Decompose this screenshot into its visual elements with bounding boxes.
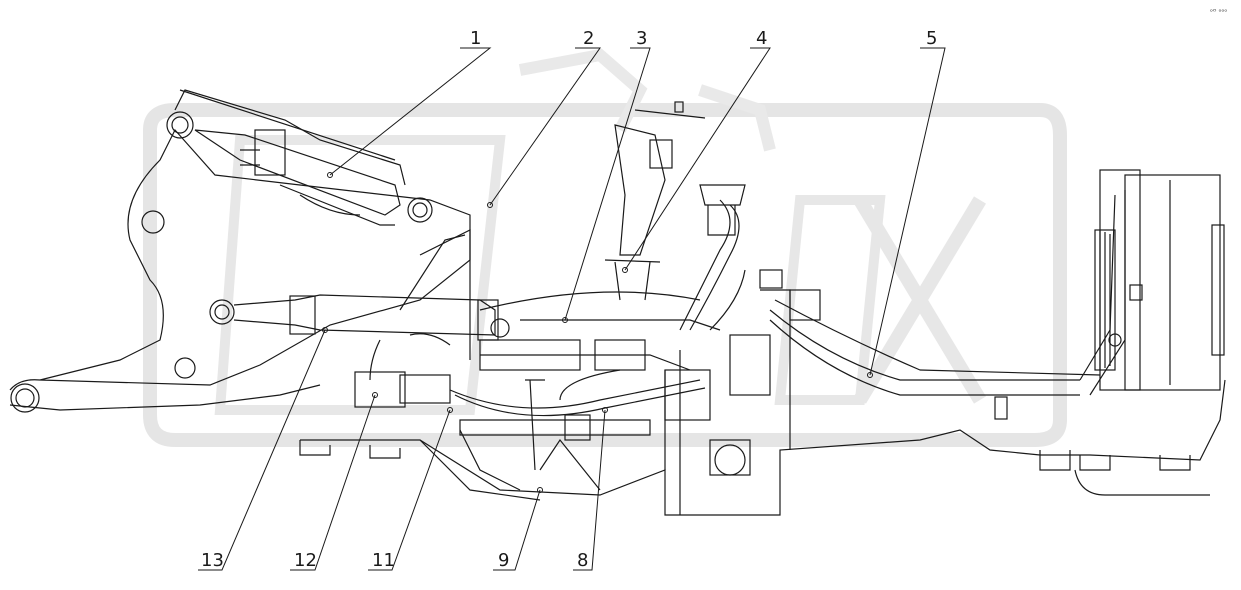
steering-column bbox=[604, 101, 821, 321]
leader-lines bbox=[198, 47, 946, 571]
callout-9: 9 bbox=[498, 550, 509, 571]
callout-5: 5 bbox=[926, 28, 937, 49]
callout-13: 13 bbox=[201, 550, 224, 571]
tilt-cylinder bbox=[194, 129, 401, 226]
callout-11: 11 bbox=[372, 550, 395, 571]
loader-boom bbox=[9, 89, 471, 413]
chassis-frame bbox=[299, 229, 1226, 516]
callout-1: 1 bbox=[470, 28, 481, 49]
callout-8: 8 bbox=[577, 550, 588, 571]
callout-12: 12 bbox=[294, 550, 317, 571]
corner-mark: ᵒᴼ ᵒᵒᵒ bbox=[1210, 8, 1227, 16]
leader-dots bbox=[322, 172, 873, 493]
watermark-logo bbox=[143, 48, 1067, 447]
callout-2: 2 bbox=[583, 28, 594, 49]
lift-cylinder bbox=[209, 294, 510, 341]
callout-3: 3 bbox=[636, 28, 647, 49]
callout-4: 4 bbox=[756, 28, 767, 49]
radiator-cooler bbox=[1039, 169, 1225, 496]
hydraulic-cluster bbox=[354, 319, 771, 491]
